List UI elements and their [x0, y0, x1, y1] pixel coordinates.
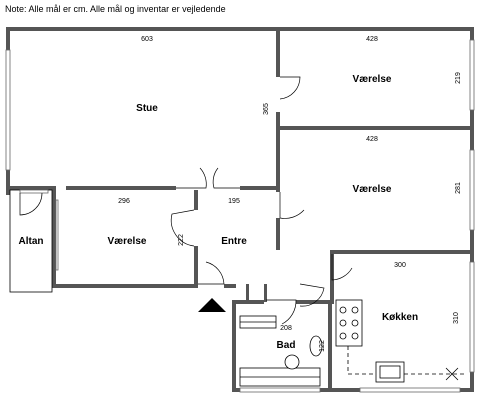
- dim-stue-width: 603: [141, 36, 153, 43]
- dim-kokken-width: 300: [394, 262, 406, 269]
- dim-bad-height: 122: [319, 340, 326, 352]
- dim-vaerelse-mid-width: 428: [366, 136, 378, 143]
- room-labels: Stue Værelse Værelse Værelse Entre Altan…: [19, 74, 419, 351]
- dim-bad-width: 208: [280, 325, 292, 332]
- dim-vaerelse-mid-height: 281: [455, 182, 462, 194]
- dim-stue-height: 365: [263, 103, 270, 115]
- room-label-vaerelse-mid: Værelse: [353, 184, 392, 195]
- outer-walls: [6, 27, 474, 392]
- dimension-labels: 603 365 428 219 428 281 296 222 195 300 …: [118, 36, 462, 352]
- room-label-bad: Bad: [277, 340, 296, 351]
- room-label-entre: Entre: [221, 236, 247, 247]
- dim-vaerelse-left-width: 296: [118, 198, 130, 205]
- room-label-altan: Altan: [19, 236, 44, 247]
- dim-vaerelse-top-width: 428: [366, 36, 378, 43]
- room-label-stue: Stue: [136, 103, 158, 114]
- bath-fixtures: [239, 315, 323, 387]
- room-label-kokken: Køkken: [382, 312, 418, 323]
- doors: [170, 76, 353, 325]
- dim-vaerelse-left-height: 222: [178, 234, 185, 246]
- dim-entre-width: 195: [228, 198, 240, 205]
- note-text: Note: Alle mål er cm. Alle mål og invent…: [5, 4, 226, 14]
- windows: [5, 39, 475, 393]
- altan-area: [9, 189, 53, 293]
- toilet-icon: [284, 354, 300, 370]
- washbasin-icon: [309, 335, 323, 357]
- dim-vaerelse-top-height: 219: [455, 72, 462, 84]
- room-label-vaerelse-left: Værelse: [108, 236, 147, 247]
- kitchen-fixtures: [335, 299, 466, 383]
- entrance-arrow-icon: [198, 298, 226, 312]
- room-label-vaerelse-top: Værelse: [353, 74, 392, 85]
- dim-kokken-height: 310: [453, 312, 460, 324]
